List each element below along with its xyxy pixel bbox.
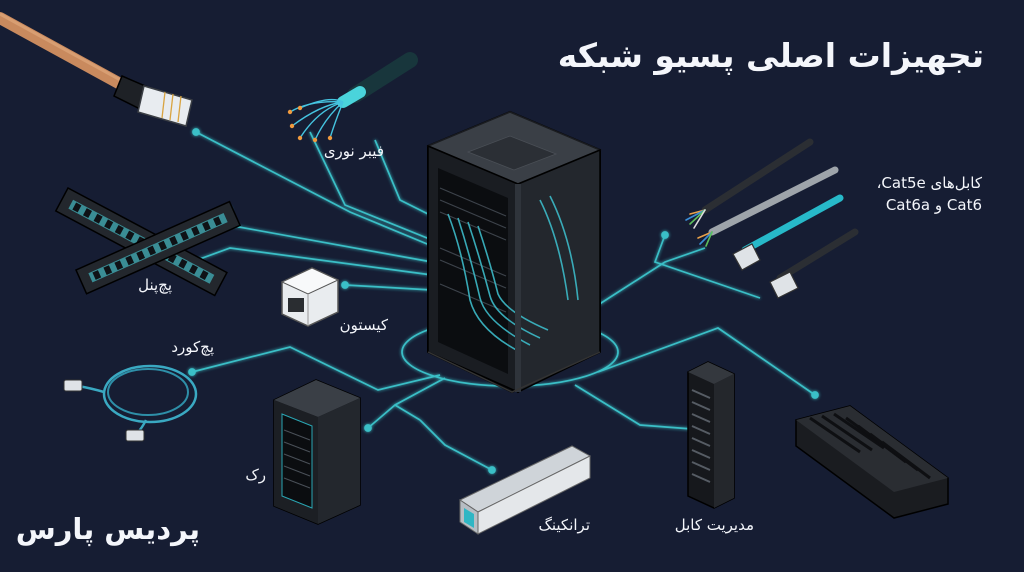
line-patch-cord [191,346,441,391]
line-rack [367,377,446,429]
line-cables-2 [653,234,761,299]
label-patch-cord: پچ‌کورد [171,338,214,356]
patch-panel-icon [54,186,242,297]
line-patch-panel [227,210,433,263]
cable-manager-icon [687,361,735,509]
brand-name: پردیس پارس [15,512,200,546]
main-rack-cabinet-icon [426,110,602,394]
floor-rack-icon [273,379,361,525]
page-title: تجهیزات اصلی پسیو شبکه [557,36,984,75]
network-cables-icon [685,138,859,299]
label-rack: رک [245,466,266,484]
fiber-optic-cable-icon [287,52,418,143]
label-patch-panel: پچ‌پنل [138,276,172,294]
rj45-copper-cable-icon [0,12,193,127]
line-cable-mgmt [574,384,706,431]
label-fiber: فیبر نوری [323,142,384,160]
cable-duct-icon [795,405,949,519]
keystone-jack-icon [280,267,340,327]
line-trunking [419,419,493,471]
line-rj45 [195,131,433,247]
line-trunking-2 [394,404,421,421]
trunking-icon [458,445,592,535]
label-trunking: ترانکینگ [538,516,590,534]
line-fiber [309,131,433,241]
label-cables-line2: Cat6 و Cat6a [885,196,982,214]
line-cables [597,247,706,306]
label-cables-line1: کابل‌های Cat5e، [876,174,982,192]
label-cable-manager: مدیریت کابل [674,516,754,534]
line-keystone [344,284,433,291]
line-fiber-2 [374,139,433,217]
patch-cord-icon [63,364,198,442]
line-duct [597,327,816,396]
label-keystone: کیستون [339,316,388,334]
